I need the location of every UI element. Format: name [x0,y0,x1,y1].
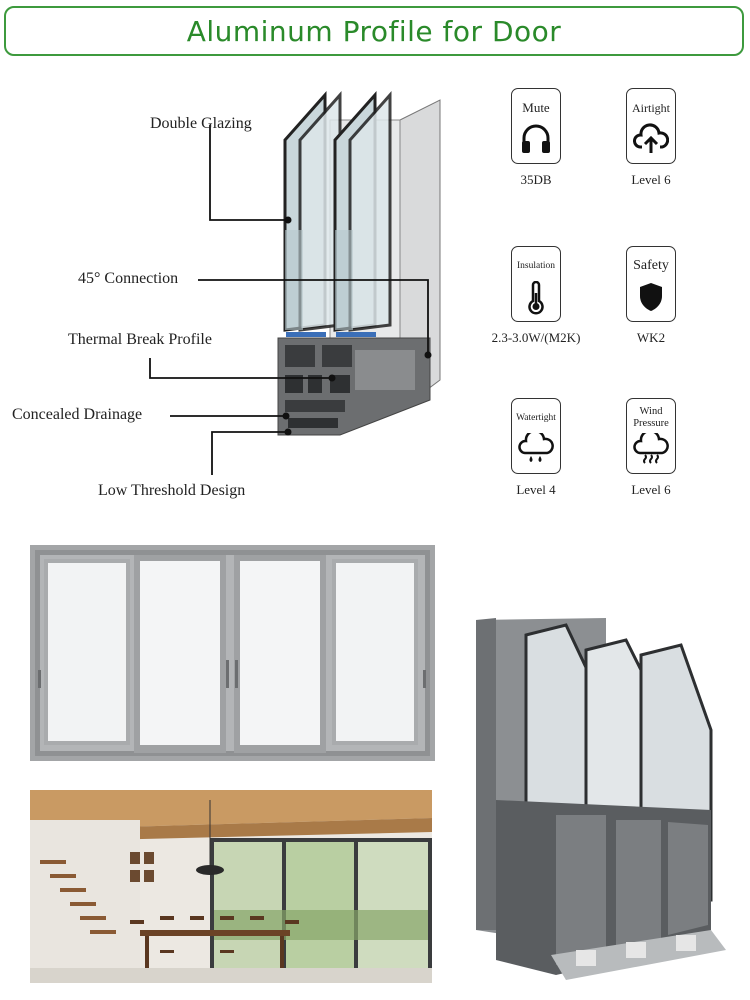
title-banner: Aluminum Profile for Door [4,6,744,56]
feature-mute: Mute 35DB [481,88,591,188]
feature-airtight: Airtight Level 6 [596,88,706,188]
feature-card: Safety [626,246,676,322]
callout-thermal-break: Thermal Break Profile [68,331,212,348]
headphones-icon [522,124,550,153]
thermometer-icon [528,281,544,315]
callout-45-connection: 45° Connection [78,270,179,287]
feature-value: WK2 [636,330,666,345]
feature-card: Insulation [511,246,561,322]
profile-3d-render [456,610,732,986]
wind-cloud-icon [633,433,669,464]
feature-label: Safety [633,258,669,273]
sliding-door-front-photo [30,545,435,761]
feature-card: Airtight [626,88,676,164]
feature-insulation: Insulation 2.3-3.0W/(M2K) [481,246,591,346]
feature-card: Wind Pressure [626,398,676,474]
feature-label: Watertight [516,412,556,423]
feature-label: Airtight [632,100,670,115]
rain-cloud-icon [518,433,554,462]
feature-value: Level 6 [631,172,671,187]
feature-card: Watertight [511,398,561,474]
callout-concealed-drainage: Concealed Drainage [12,406,143,423]
callout-double-glazing: Double Glazing [150,115,252,132]
feature-card: Mute [511,88,561,164]
feature-watertight: Watertight Level 4 [481,398,591,498]
feature-label: Wind Pressure [633,403,669,433]
callout-low-threshold: Low Threshold Design [98,482,246,499]
feature-safety: Safety WK2 [596,246,706,346]
feature-label-line2: Pressure [633,418,669,429]
feature-label-line1: Wind [639,406,663,417]
feature-value: 2.3-3.0W/(M2K) [491,330,581,345]
shield-icon [640,283,662,311]
cloud-upload-icon [633,123,669,153]
feature-label: Mute [522,100,550,115]
page-title: Aluminum Profile for Door [186,14,562,48]
feature-value: 35DB [520,172,552,187]
interior-room-photo [30,790,432,983]
feature-value: Level 6 [631,482,671,497]
profile-cross-section-diagram [149,91,441,475]
feature-label: Insulation [517,260,555,271]
feature-value: Level 4 [516,482,556,497]
feature-wind-pressure: Wind Pressure Level 6 [596,398,706,498]
